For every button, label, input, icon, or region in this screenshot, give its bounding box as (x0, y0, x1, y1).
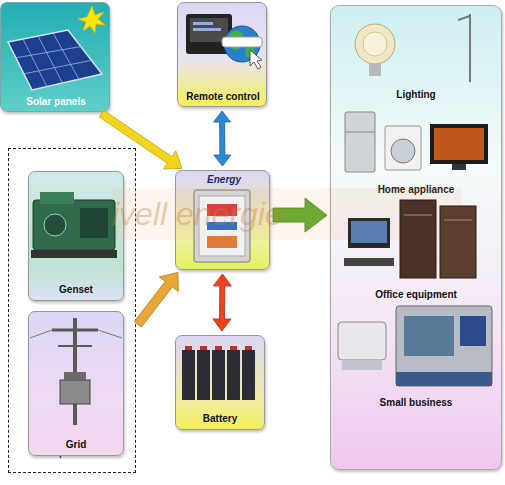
optional-group: OptionalGensetGrid (8, 148, 136, 473)
flow-arrow (273, 198, 327, 232)
node-label: Grid (29, 439, 123, 451)
control-box: Remote control (177, 2, 267, 107)
node-label: Battery (176, 413, 264, 425)
node-label: Lighting (331, 89, 501, 101)
node-label: Energy (198, 174, 250, 186)
node-label: Genset (29, 284, 123, 296)
node-label: Solar panels (1, 96, 111, 108)
storage-box: Battery (175, 335, 265, 430)
flow-arrow (213, 274, 231, 331)
source-box: Grid (28, 311, 124, 456)
loads-box: LightingHome applianceOffice equipmentSm… (330, 5, 502, 470)
node-label: Home appliance (331, 184, 501, 196)
flow-arrow (134, 272, 178, 327)
node-label: Office equipment (331, 289, 501, 301)
source-box: Genset (28, 171, 124, 301)
source-box: Solar panels (0, 2, 110, 112)
flow-arrow (214, 111, 231, 166)
node-label: Remote control (178, 91, 268, 103)
controller-box: Energy (175, 170, 270, 270)
flow-arrow (99, 110, 182, 169)
node-label: Small business (331, 397, 501, 409)
